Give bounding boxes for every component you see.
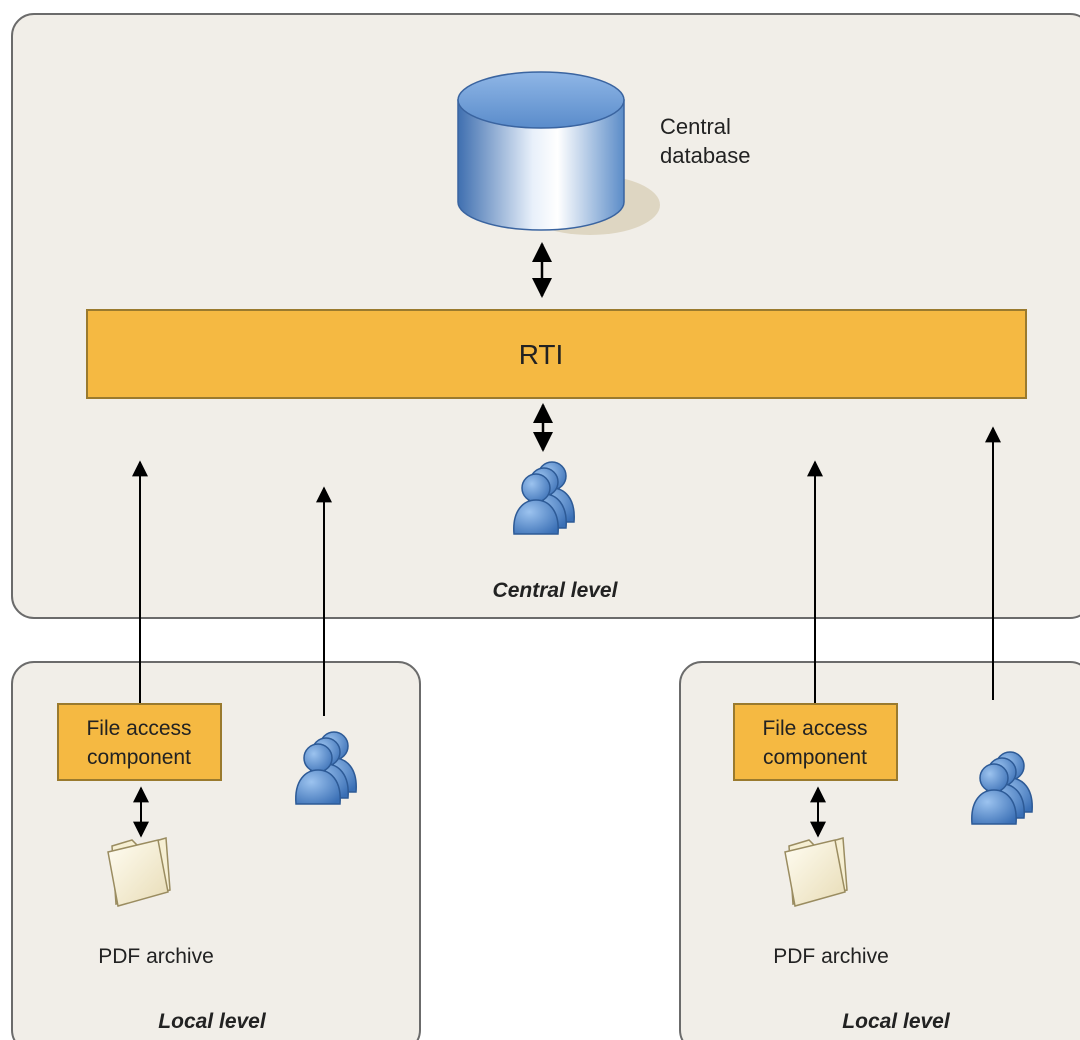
- database-label-line1: Central: [660, 114, 731, 139]
- central-level-label: Central level: [493, 579, 619, 602]
- left-local-level-label: Local level: [158, 1010, 267, 1033]
- left-archive-label: PDF archive: [98, 945, 214, 968]
- left-component-label-line2: component: [87, 746, 191, 769]
- left-component-label-line1: File access: [86, 717, 191, 740]
- right-component-label-line2: component: [763, 746, 867, 769]
- database-cylinder-icon: [457, 71, 660, 235]
- rti-bar: [86, 309, 1027, 399]
- right-component-label-line1: File access: [762, 717, 867, 740]
- right-file-access-component: [733, 703, 898, 781]
- rti-label: RTI: [519, 339, 564, 370]
- database-label-line2: database: [660, 143, 751, 168]
- left-file-access-component: [57, 703, 222, 781]
- right-archive-label: PDF archive: [773, 945, 889, 968]
- right-local-level-label: Local level: [842, 1010, 951, 1033]
